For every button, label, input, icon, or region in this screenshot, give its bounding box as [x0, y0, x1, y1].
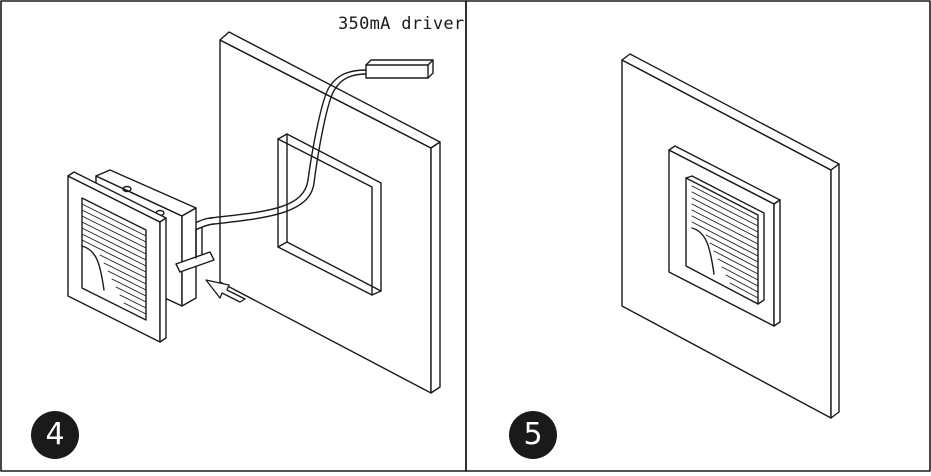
driver-cable [209, 69, 367, 219]
step-4-badge: 4 [31, 411, 79, 459]
louvre-lines [81, 203, 147, 315]
driver-label: 350mA driver [338, 14, 465, 34]
step-5-badge: 5 [509, 411, 557, 459]
panel-4-wall-plate [219, 31, 441, 394]
panel-5-frame [465, 0, 931, 472]
louvre-lines-installed [691, 185, 759, 299]
insert-arrow [205, 279, 246, 303]
installed-light-module [668, 145, 781, 327]
led-driver [365, 59, 434, 79]
driver-cable-2 [213, 73, 367, 225]
light-module-bezel [67, 171, 167, 343]
spring-clip [175, 251, 215, 273]
